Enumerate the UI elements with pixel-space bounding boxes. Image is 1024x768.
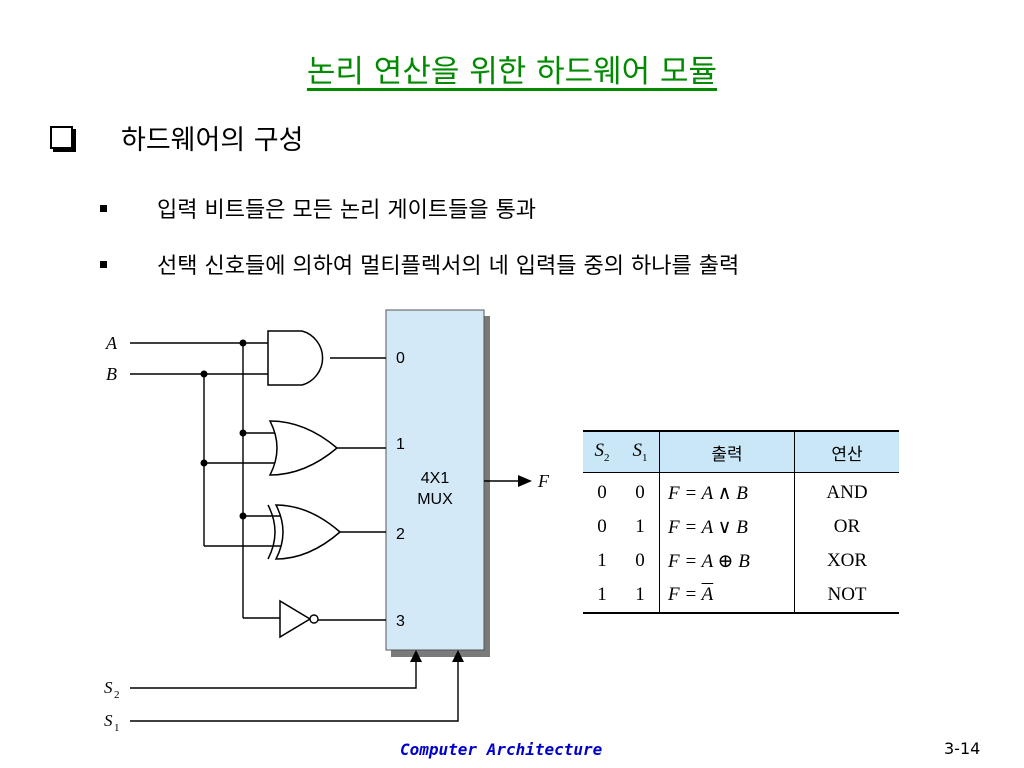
output-arrowhead [518,475,532,487]
footer-course-title: Computer Architecture [400,740,603,759]
cell-operation: NOT [794,578,899,614]
xor-gate [274,504,342,560]
bullet-item: 선택 신호들에 의하여 멀티플렉서의 네 입력들 중의 하나를 출력 [100,248,739,280]
wire-s2 [130,660,417,689]
cell-s2: 1 [597,550,607,571]
function-table: S2 S1 출력 연산 0 0 F = A ∧ B AND 0 1 F = A … [583,430,899,614]
heading-item: 하드웨어의 구성 [50,118,303,157]
table-header-row: S2 S1 출력 연산 [583,430,899,473]
page-number: 3-14 [944,739,981,758]
cell-s2: 0 [597,482,607,503]
table-row: 1 1 F = A NOT [583,578,899,614]
cell-operation: XOR [794,544,899,578]
cell-s1: 1 [635,516,645,537]
cell-s1: 0 [635,550,645,571]
select-s1-label: S [104,711,113,730]
mux-label-2: MUX [417,491,453,508]
select-s1-subscript: 1 [114,722,120,734]
select-s2-subscript: 2 [114,689,120,701]
cell-function: F = A ∨ B [659,510,795,544]
cell-function: F = A ∧ B [659,472,795,510]
table-row: 1 0 F = A ⊕ B XOR [583,544,899,578]
cell-function: F = A ⊕ B [659,544,795,578]
mux-input-label: 1 [396,436,405,453]
bullet-text: 선택 신호들에 의하여 멀티플렉서의 네 입력들 중의 하나를 출력 [157,254,740,279]
s2-arrowhead [410,650,422,662]
cell-operation: OR [794,510,899,544]
cell-s1: 0 [635,482,645,503]
select-s2-label: S [104,678,113,697]
output-f-label: F [537,471,550,491]
cell-operation: AND [794,472,899,510]
mux-box [385,309,485,651]
not-bubble [309,614,319,624]
junction-dots [200,339,247,520]
header-output: 출력 [659,430,795,473]
and-gate [267,330,324,386]
overlined-a: A [701,584,714,605]
header-s1: S1 [621,430,660,473]
wire-s1 [130,660,459,722]
xor-gate-extra-arc [267,504,276,560]
square-bullet-icon [100,204,107,212]
s1-arrowhead [452,650,464,662]
cell-s1: 1 [621,578,660,614]
header-operation: 연산 [794,430,899,473]
checkbox-bullet-icon [50,126,73,149]
mux-input-label: 0 [396,350,405,367]
mux-input-label: 2 [396,526,405,543]
cell-function: F = A [659,578,795,614]
slide-title: 논리 연산을 위한 하드웨어 모듈 [306,54,718,90]
square-bullet-icon [100,260,107,268]
table-row: 0 0 F = A ∧ B AND [583,472,899,510]
header-s2: S2 [583,430,621,473]
bullet-item: 입력 비트들은 모든 논리 게이트들을 통과 [100,192,536,224]
mux-input-label: 3 [396,613,405,630]
or-gate [268,420,339,476]
mux-label-1: 4X1 [421,470,450,487]
heading-text: 하드웨어의 구성 [121,125,304,156]
cell-s2: 0 [597,516,607,537]
bullet-text: 입력 비트들은 모든 논리 게이트들을 통과 [157,198,537,223]
not-gate [279,599,312,639]
input-b-label: B [106,364,117,384]
input-a-label: A [105,333,118,353]
table-row: 0 1 F = A ∨ B OR [583,510,899,544]
cell-s2: 1 [583,578,621,614]
